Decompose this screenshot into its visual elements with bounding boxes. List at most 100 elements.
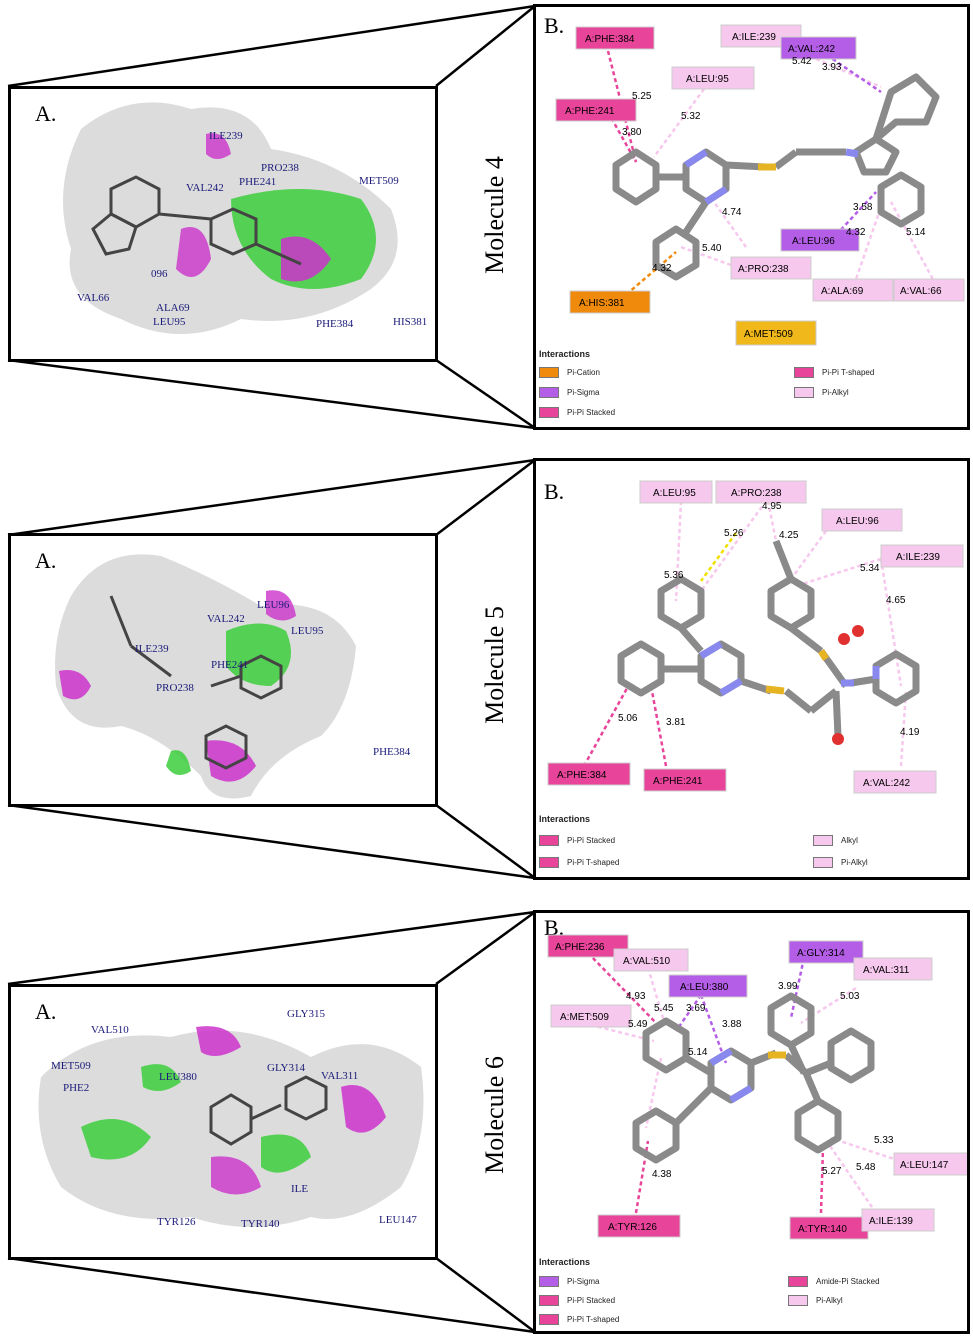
residue-label: A:MET:509 bbox=[560, 1012, 609, 1023]
legend-item: Pi-Alkyl bbox=[813, 857, 868, 868]
res3d-label: LEU95 bbox=[153, 316, 186, 328]
molecule-label: Molecule 4 bbox=[480, 156, 509, 274]
distance-label: 3.58 bbox=[853, 202, 873, 213]
panel-a-letter: A. bbox=[35, 548, 57, 573]
distance-label: 4.32 bbox=[652, 263, 672, 274]
distance-label: 5.27 bbox=[822, 1166, 842, 1177]
legend-title: Interactions bbox=[539, 814, 591, 824]
res3d-label: PRO238 bbox=[156, 682, 194, 694]
residue-label: A:VAL:510 bbox=[623, 956, 671, 967]
residue-label: A:LEU:95 bbox=[686, 74, 729, 85]
res3d-label: VAL242 bbox=[186, 182, 224, 194]
legend-item: Pi-Sigma bbox=[539, 387, 599, 398]
distance-label: 3.81 bbox=[666, 717, 686, 728]
res3d-label: PHE2 bbox=[63, 1082, 89, 1094]
legend-title: Interactions bbox=[539, 1257, 591, 1267]
residue-label: A:TYR:140 bbox=[798, 1224, 847, 1235]
legend-item: Alkyl bbox=[813, 835, 858, 846]
distance-label: 5.14 bbox=[906, 227, 926, 238]
residue-label: A:ALA:69 bbox=[821, 286, 864, 297]
legend-item: Pi-Pi T-shaped bbox=[794, 367, 874, 378]
panel-3d-molecule-6: A. VAL510 GLY315 MET509 PHE2 LEU380 GLY3… bbox=[8, 984, 438, 1260]
residue-label: A:ILE:239 bbox=[896, 552, 940, 563]
residue-label: A:PHE:236 bbox=[555, 942, 605, 953]
distance-label: 5.49 bbox=[628, 1019, 648, 1030]
res3d-label: VAL66 bbox=[77, 292, 110, 304]
legend-item: Pi-Alkyl bbox=[788, 1295, 843, 1306]
panel-a-letter: A. bbox=[35, 999, 57, 1024]
distance-label: 5.36 bbox=[664, 570, 684, 581]
panel-a-letter: A. bbox=[35, 101, 57, 126]
residue-label: A:PHE:241 bbox=[565, 106, 615, 117]
distance-label: 5.32 bbox=[681, 111, 701, 122]
distance-label: 3.69 bbox=[686, 1003, 706, 1014]
res3d-label: ILE bbox=[291, 1183, 308, 1195]
distance-label: 4.25 bbox=[779, 530, 799, 541]
res3d-label: VAL242 bbox=[207, 613, 245, 625]
distance-label: 3.88 bbox=[722, 1019, 742, 1030]
res3d-label: PHE241 bbox=[239, 176, 276, 188]
distance-label: 3.80 bbox=[622, 127, 642, 138]
legend-item: Pi-Pi Stacked bbox=[539, 1295, 615, 1306]
legend-title: Interactions bbox=[539, 349, 591, 359]
residue-label: A:PRO:238 bbox=[731, 488, 782, 499]
legend-item: Amide-Pi Stacked bbox=[788, 1276, 880, 1287]
residue-label: A:LEU:96 bbox=[792, 236, 835, 247]
res3d-label: LEU96 bbox=[257, 599, 290, 611]
distance-label: 4.32 bbox=[846, 227, 866, 238]
residue-label: A:VAL:242 bbox=[863, 778, 911, 789]
distance-label: 5.42 bbox=[792, 56, 812, 67]
res3d-label: PHE384 bbox=[316, 318, 354, 330]
distance-label: 4.93 bbox=[626, 991, 646, 1002]
distance-label: 5.34 bbox=[860, 563, 880, 574]
legend-item: Pi-Alkyl bbox=[794, 387, 849, 398]
distance-label: 5.14 bbox=[688, 1047, 708, 1058]
distance-label: 4.65 bbox=[886, 595, 906, 606]
residue-label: A:LEU:95 bbox=[653, 488, 696, 499]
distance-label: 5.03 bbox=[840, 991, 860, 1002]
panel-b-letter: B. bbox=[544, 915, 565, 940]
res3d-label: GLY315 bbox=[287, 1008, 326, 1020]
residue-label: A:GLY:314 bbox=[797, 948, 845, 959]
residue-label: A:LEU:380 bbox=[680, 982, 729, 993]
residue-label: A:LEU:96 bbox=[836, 516, 879, 527]
panel-2d-molecule-6: B. bbox=[533, 910, 970, 1334]
res3d-label: MET509 bbox=[359, 175, 399, 187]
res3d-label: TYR140 bbox=[241, 1218, 280, 1230]
legend-item: Pi-Pi T-shaped bbox=[539, 1314, 619, 1325]
panel-3d-molecule-4: A. ILE239 PRO238 PHE241 VAL242 MET509 VA… bbox=[8, 86, 438, 362]
residue-label: A:ILE:239 bbox=[732, 32, 776, 43]
panel-b-letter: B. bbox=[544, 13, 565, 38]
distance-label: 5.06 bbox=[618, 713, 638, 724]
residue-label: A:PHE:241 bbox=[653, 776, 703, 787]
res3d-label: LEU147 bbox=[379, 1214, 417, 1226]
residue-label: A:HIS:381 bbox=[579, 298, 625, 309]
distance-label: 4.19 bbox=[900, 727, 920, 738]
res3d-label: TYR126 bbox=[157, 1216, 196, 1228]
res3d-label: LEU380 bbox=[159, 1071, 197, 1083]
res3d-label: 096 bbox=[151, 268, 168, 280]
residue-label: A:MET:509 bbox=[744, 329, 793, 340]
residue-label: A:VAL:66 bbox=[900, 286, 942, 297]
residue-label: A:PRO:238 bbox=[738, 264, 789, 275]
molecule-label: Molecule 6 bbox=[480, 1056, 509, 1174]
distance-label: 5.40 bbox=[702, 243, 722, 254]
distance-label: 5.26 bbox=[724, 528, 744, 539]
distance-label: 5.48 bbox=[856, 1162, 876, 1173]
res3d-label: ILE239 bbox=[209, 130, 243, 142]
residue-label: A:VAL:311 bbox=[863, 965, 910, 976]
panel-2d-molecule-5: B. bbox=[533, 458, 970, 880]
distance-label: 5.45 bbox=[654, 1003, 674, 1014]
panel-2d-molecule-4: B. bbox=[533, 4, 970, 430]
distance-label: 4.38 bbox=[652, 1169, 672, 1180]
residue-label: A:LEU:147 bbox=[900, 1160, 949, 1171]
residue-label: A:VAL:242 bbox=[788, 44, 836, 55]
res3d-label: MET509 bbox=[51, 1060, 91, 1072]
distance-label: 3.99 bbox=[778, 981, 798, 992]
res3d-label: PRO238 bbox=[261, 162, 299, 174]
legend-item: Pi-Pi Stacked bbox=[539, 835, 615, 846]
panel-b-letter: B. bbox=[544, 479, 565, 504]
interaction-2d-diagram: A:LEU:95 A:PRO:238 A:LEU:96 A:ILE:239 A:… bbox=[547, 480, 964, 794]
surface-3d-view: ILE239 PRO238 PHE241 VAL242 MET509 VAL66… bbox=[63, 102, 427, 334]
